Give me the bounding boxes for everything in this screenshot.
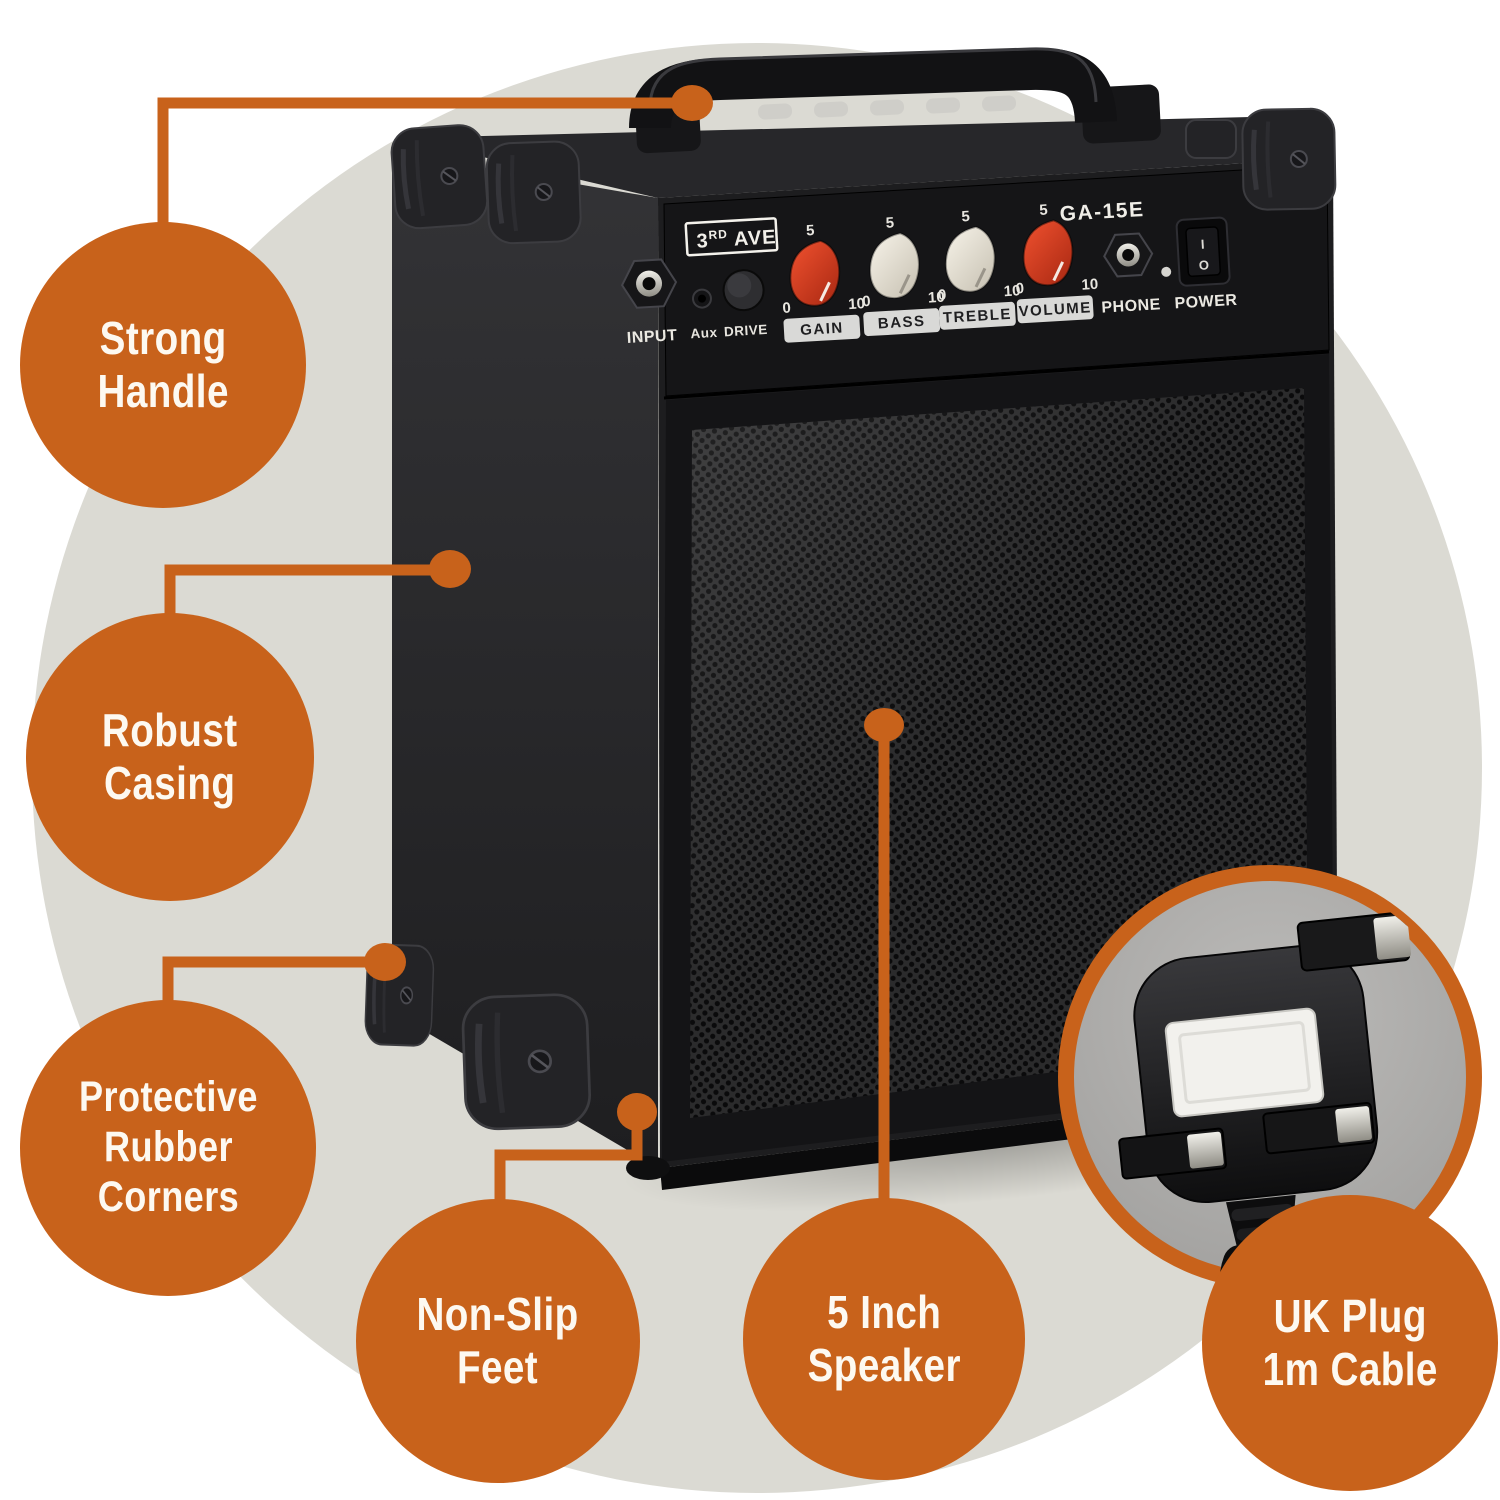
plug-earth-pin-tip bbox=[1373, 915, 1412, 960]
gain-label: GAIN bbox=[800, 319, 844, 338]
power-off-mark: O bbox=[1198, 257, 1209, 273]
leader-robust-casing bbox=[164, 564, 442, 614]
callout-five-inch-speaker-text: 5 Inch Speaker bbox=[807, 1286, 960, 1393]
power-label: POWER bbox=[1174, 292, 1238, 313]
gain-tick-min: 0 bbox=[782, 299, 791, 316]
uk-plug-photo-circle bbox=[1050, 857, 1490, 1340]
callout-line: Rubber bbox=[103, 1123, 233, 1172]
callout-line: Strong bbox=[99, 311, 227, 364]
power-on-mark: I bbox=[1200, 237, 1204, 252]
callout-uk-plug-text: UK Plug 1m Cable bbox=[1262, 1290, 1437, 1397]
callout-robust-casing: Robust Casing bbox=[26, 613, 314, 901]
gain-knob: 5 0 10 GAIN bbox=[782, 222, 866, 343]
brand-name: AVE bbox=[727, 226, 777, 251]
svg-text:3RD AVE: 3RD AVE bbox=[696, 224, 777, 253]
rubber-foot bbox=[626, 1156, 670, 1180]
leader-dot-five-inch-speaker bbox=[864, 708, 904, 742]
uk-plug-photo bbox=[1058, 865, 1482, 1340]
leader-dot-non-slip-feet bbox=[617, 1093, 657, 1131]
leader-dot-robust-casing bbox=[429, 550, 471, 588]
callout-protective-rubber-corners: Protective Rubber Corners bbox=[20, 1000, 316, 1296]
volume-tick-mid: 5 bbox=[1039, 202, 1048, 219]
callout-line: Speaker bbox=[807, 1339, 961, 1391]
leader-dot-protective-corners bbox=[364, 943, 406, 981]
treble-label: TREBLE bbox=[943, 306, 1013, 327]
treble-tick-min: 0 bbox=[938, 287, 947, 304]
bass-tick-max: 10 bbox=[928, 289, 946, 307]
phone-jack bbox=[1103, 232, 1154, 278]
treble-tick-max: 10 bbox=[1003, 282, 1021, 300]
gain-tick-mid: 5 bbox=[806, 222, 815, 239]
plug-neutral-pin-tip bbox=[1187, 1131, 1224, 1169]
volume-tick-max: 10 bbox=[1081, 276, 1099, 294]
callout-non-slip-feet-text: Non-Slip Feet bbox=[417, 1288, 579, 1395]
leader-dot-strong-handle bbox=[671, 85, 713, 121]
callout-non-slip-feet: Non-Slip Feet bbox=[356, 1199, 640, 1483]
callout-line: Feet bbox=[457, 1341, 539, 1393]
power-switch: I O bbox=[1175, 216, 1231, 287]
callout-five-inch-speaker: 5 Inch Speaker bbox=[743, 1198, 1025, 1480]
bass-label: BASS bbox=[877, 313, 926, 333]
input-jack bbox=[620, 258, 678, 309]
callout-line: UK Plug bbox=[1273, 1289, 1427, 1342]
callout-protective-text: Protective Rubber Corners bbox=[79, 1073, 258, 1223]
bass-knob: 5 0 10 BASS bbox=[862, 214, 946, 337]
treble-tick-mid: 5 bbox=[961, 208, 970, 225]
callout-line: Protective bbox=[78, 1073, 258, 1122]
leader-protective-corners bbox=[162, 956, 378, 1004]
callout-line: 5 Inch bbox=[826, 1285, 942, 1338]
amp-control-panel: 3RD AVE GA-15E INPUT Aux DRIVE bbox=[620, 198, 1238, 347]
amp-side-face bbox=[392, 152, 658, 1168]
brand-logo: 3RD AVE bbox=[684, 217, 779, 257]
plug-fuse-holder bbox=[1164, 1007, 1325, 1118]
handle-grip-slots bbox=[758, 95, 1017, 120]
drive-knob bbox=[722, 269, 765, 312]
callout-robust-casing-text: Robust Casing bbox=[102, 704, 238, 811]
bass-tick-min: 0 bbox=[862, 293, 871, 310]
aux-jack bbox=[691, 288, 712, 309]
volume-label: VOLUME bbox=[1018, 299, 1092, 320]
callout-strong-handle: Strong Handle bbox=[20, 222, 306, 508]
callout-line: Robust bbox=[102, 703, 238, 756]
callout-uk-plug: UK Plug 1m Cable bbox=[1202, 1195, 1498, 1491]
treble-knob: 5 0 10 TREBLE bbox=[938, 208, 1021, 330]
callout-line: Handle bbox=[97, 365, 229, 417]
aux-label: Aux bbox=[690, 325, 718, 342]
callout-line: Casing bbox=[104, 757, 236, 809]
callout-line: Non-Slip bbox=[416, 1287, 580, 1340]
brand-number: 3 bbox=[696, 230, 709, 253]
brand-superscript: RD bbox=[708, 227, 728, 242]
volume-tick-min: 0 bbox=[1015, 280, 1024, 297]
model-label: GA-15E bbox=[1059, 198, 1145, 226]
gain-tick-max: 10 bbox=[848, 295, 866, 313]
power-led bbox=[1161, 266, 1172, 277]
leader-non-slip-feet bbox=[494, 1116, 643, 1202]
input-label: INPUT bbox=[626, 327, 677, 347]
callout-line: Corners bbox=[97, 1172, 239, 1221]
bass-tick-mid: 5 bbox=[885, 214, 894, 231]
volume-knob: 5 0 10 VOLUME bbox=[1015, 202, 1099, 324]
plug-live-pin-tip bbox=[1335, 1106, 1372, 1143]
drive-label: DRIVE bbox=[724, 322, 769, 339]
phone-label: PHONE bbox=[1101, 296, 1161, 316]
leader-strong-handle bbox=[157, 97, 684, 224]
callout-line: 1m Cable bbox=[1262, 1343, 1438, 1395]
callout-strong-handle-text: Strong Handle bbox=[97, 312, 228, 419]
